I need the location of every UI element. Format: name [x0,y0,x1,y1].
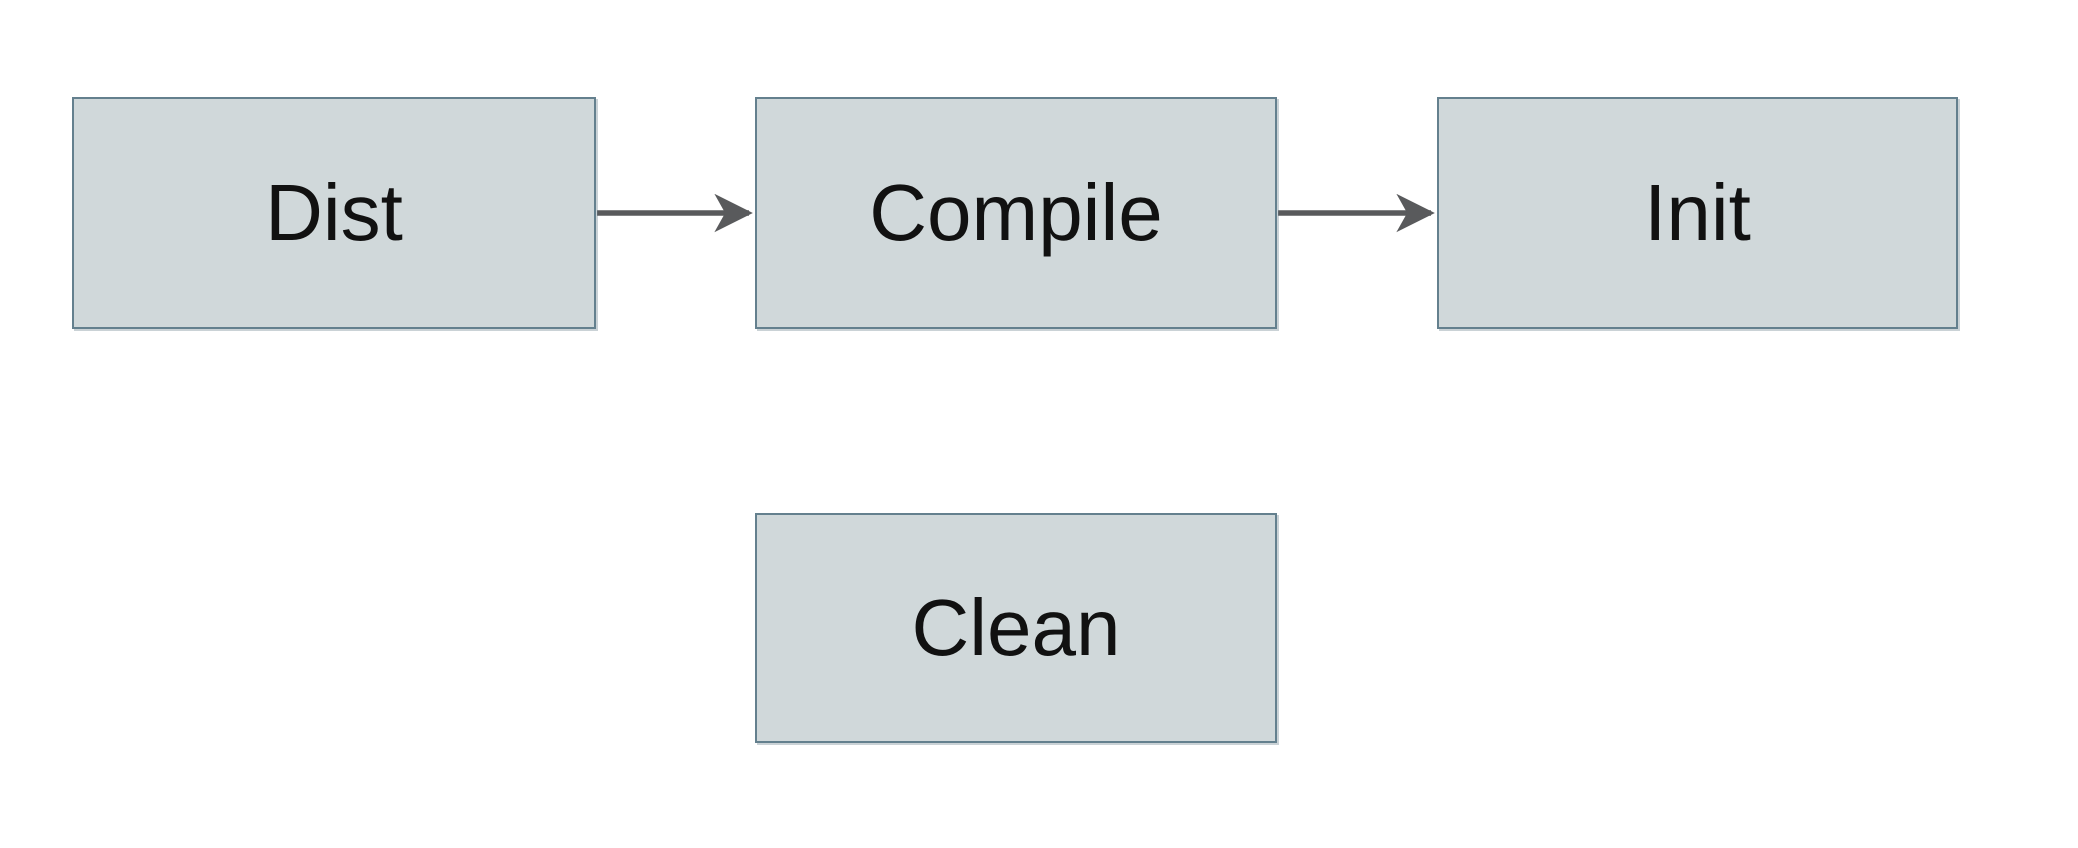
node-dist[interactable]: Dist [72,97,596,329]
node-init[interactable]: Init [1437,97,1958,329]
node-compile[interactable]: Compile [755,97,1277,329]
node-clean[interactable]: Clean [755,513,1277,743]
node-clean-label: Clean [911,583,1121,672]
node-dist-label: Dist [265,168,403,257]
node-init-label: Init [1644,168,1751,257]
node-compile-label: Compile [869,168,1163,257]
